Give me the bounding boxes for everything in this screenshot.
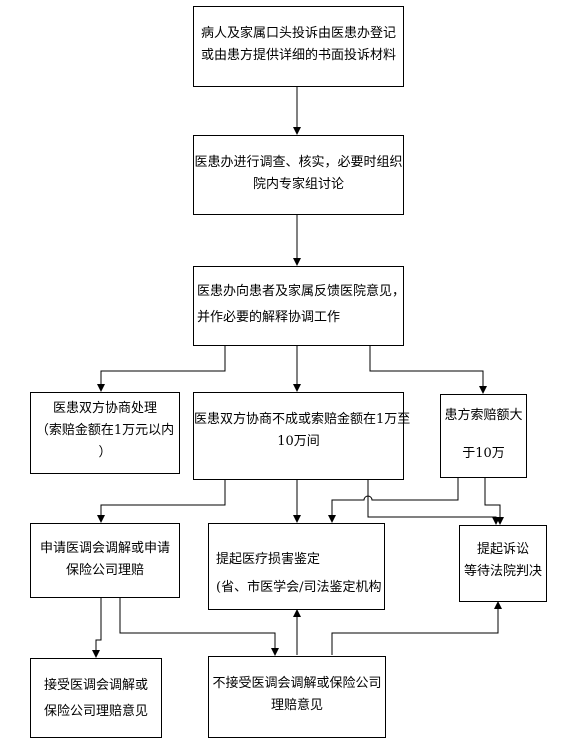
- node-mediation: 申请医调会调解或申请 保险公司理赔: [30, 523, 180, 598]
- node-investigate-line-1: 医患办进行调查、核实，必要时组织: [194, 155, 403, 170]
- node-negotiate-line-3: ）: [98, 445, 112, 460]
- node-fail-mid: 医患双方协商不成或索赔金额在1万至 10万间: [193, 392, 411, 480]
- node-investigate: 医患办进行调查、核实，必要时组织 院内专家组讨论: [193, 135, 404, 215]
- node-mediation-line-2: 保险公司理赔: [65, 563, 144, 578]
- node-accept-line-2: 保险公司理赔意见: [43, 704, 148, 719]
- node-lawsuit: 提起诉讼 等待法院判决: [459, 525, 547, 602]
- node-complaint-line-2: 或由患方提供详细的书面投诉材料: [200, 48, 396, 63]
- node-feedback-line-2: 并作必要的解释协调工作: [197, 310, 341, 325]
- node-appraisal: 提起医疗损害鉴定 (省、市医学会/司法鉴定机构: [208, 523, 385, 610]
- node-reject-line-2: 理赔意见: [270, 698, 323, 713]
- node-large-claim-line-2: 于10万: [462, 446, 505, 461]
- node-investigate-line-2: 院内专家组讨论: [252, 177, 344, 192]
- node-accept-line-1: 接受医调会调解或: [43, 678, 148, 693]
- node-feedback-line-1: 医患办向患者及家属反馈医院意见，: [197, 284, 406, 299]
- arrow-fail-mid-to-lawsuit: [367, 480, 500, 525]
- node-negotiate-line-2: （索赔金额在1万元以内: [35, 423, 175, 438]
- node-appraisal-line-1: 提起医疗损害鉴定: [216, 552, 321, 567]
- node-negotiate-line-1: 医患双方协商处理: [52, 401, 157, 416]
- node-complaint-line-1: 病人及家属口头投诉由医患办登记: [200, 26, 396, 41]
- node-fail-mid-line-1: 医患双方协商不成或索赔金额在1万至: [194, 412, 411, 427]
- node-fail-mid-line-2: 10万间: [277, 434, 320, 449]
- node-appraisal-line-2: (省、市医学会/司法鉴定机构: [216, 580, 382, 595]
- node-negotiate: 医患双方协商处理 （索赔金额在1万元以内 ）: [30, 392, 180, 474]
- arrow-mediation-to-reject: [119, 598, 279, 656]
- arrow-mediation-to-accept: [92, 598, 102, 658]
- arrow-feedback-to-negotiate: [97, 346, 226, 392]
- node-lawsuit-line-2: 等待法院判决: [463, 564, 542, 579]
- arrow-large-claim-to-appraisal: [328, 478, 459, 523]
- arrow-fail-mid-to-mediation: [97, 480, 226, 523]
- node-lawsuit-line-1: 提起诉讼: [476, 542, 529, 557]
- node-mediation-line-1: 申请医调会调解或申请: [39, 541, 170, 556]
- node-large-claim: 患方索赔额大 于10万: [440, 394, 527, 478]
- arrow-feedback-to-large-claim: [369, 346, 487, 394]
- node-large-claim-line-1: 患方索赔额大: [444, 408, 523, 423]
- node-accept: 接受医调会调解或 保险公司理赔意见: [30, 658, 162, 738]
- node-feedback: 医患办向患者及家属反馈医院意见， 并作必要的解释协调工作: [193, 266, 406, 346]
- arrow-reject-to-lawsuit: [331, 601, 502, 655]
- arrow-large-claim-to-lawsuit: [484, 478, 504, 525]
- node-complaint: 病人及家属口头投诉由医患办登记 或由患方提供详细的书面投诉材料: [193, 6, 404, 87]
- node-reject: 不接受医调会调解或保险公司 理赔意见: [208, 656, 386, 738]
- node-reject-line-1: 不接受医调会调解或保险公司: [212, 676, 382, 691]
